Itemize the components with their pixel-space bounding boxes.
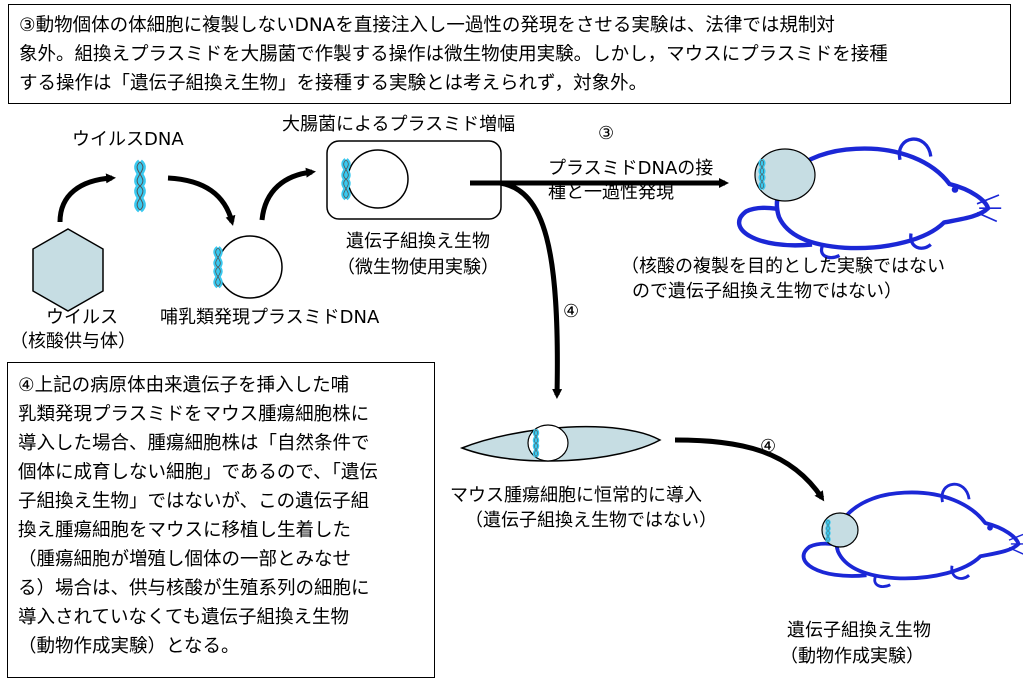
step3-label: プラスミドDNAの接 <box>548 158 714 179</box>
top-note-box: ③動物個体の体細胞に複製しないDNAを直接注入し一過性の発現をさせる実験は、法律… <box>8 4 1011 104</box>
arrow-step4-down <box>499 180 563 399</box>
gmo-label: 遺伝子組換え生物 <box>346 231 490 252</box>
bottom-note-line: 乳類発現プラスミドをマウス腫瘍細胞株に <box>18 404 370 425</box>
bottom-note-line: 導入した場合、腫瘍細胞株は「自然条件で <box>18 433 370 454</box>
step4-number-b: ④ <box>760 436 777 457</box>
bottom-note-line: 導入されていなくても遺伝子組換え生物 <box>18 607 349 628</box>
tumor-dna-icon <box>532 428 540 459</box>
virus-sublabel: （核酸供与体） <box>10 331 136 352</box>
bottom-note-line: ④上記の病原体由来遺伝子を挿入した哺 <box>18 375 350 396</box>
arrow-dna-to-plasmid <box>167 175 236 226</box>
graft-dna-icon <box>825 518 831 543</box>
ecoli-plasmid-icon <box>347 149 409 209</box>
injected-dna-icon <box>758 158 766 191</box>
top-note-line: する操作は「遺伝子組換え生物」を接種する実験とは考えられず，対象外。 <box>19 73 648 94</box>
plasmid-insert-icon <box>216 248 221 286</box>
step3-number: ③ <box>598 123 615 144</box>
arrow-step4-right <box>674 437 825 502</box>
virus-dna-icon <box>137 162 143 210</box>
virus-label: ウイルス <box>46 307 118 328</box>
bottom-note-line: 子組換え生物」ではないが、この遺伝子組 <box>18 491 370 512</box>
animal-sublabel: （動物作成実験） <box>780 646 924 667</box>
bottom-note-line: （腫瘍細胞が増殖し個体の一部とみなせ <box>18 549 352 570</box>
not-gmo-sublabel: ので遺伝子組換え生物ではない） <box>632 281 902 302</box>
bottom-note-line: 換え腫瘍細胞をマウスに移植し生着した <box>18 520 352 541</box>
top-note-line: ③動物個体の体細胞に複製しないDNAを直接注入し一過性の発現をさせる実験は、法律… <box>19 15 835 36</box>
ecoli-insert-icon <box>344 160 349 198</box>
not-gmo-label: （核酸の複製を目的とした実験ではない <box>621 256 945 277</box>
step3-sublabel: 種と一過性発現 <box>548 182 674 203</box>
virus-dna-label: ウイルスDNA <box>72 129 184 150</box>
graft-cell-icon <box>821 512 859 548</box>
ecoli-title: 大腸菌によるプラスミド増幅 <box>282 114 516 135</box>
bottom-note-line: （動物作成実験）となる。 <box>18 636 240 657</box>
gmo-sublabel: （微生物使用実験） <box>337 257 499 278</box>
mammal-plasmid-label: 哺乳類発現プラスミドDNA <box>160 307 380 328</box>
bottom-note-box: ④上記の病原体由来遺伝子を挿入した哺 乳類発現プラスミドをマウス腫瘍細胞株に 導… <box>7 362 435 678</box>
bottom-note-line: る）場合は、供与核酸が生殖系列の細胞に <box>18 578 370 599</box>
top-note-line: 象外。組換えプラスミドを大腸菌で作製する操作は微生物使用実験。しかし，マウスにプ… <box>19 44 888 65</box>
step4-number: ④ <box>563 301 580 322</box>
tumor-label: マウス腫瘍細胞に恒常的に導入 <box>450 485 702 506</box>
mammal-plasmid-icon <box>217 235 283 299</box>
tumor-sublabel: （遺伝子組換え生物ではない） <box>465 510 717 531</box>
virus-hexagon <box>32 228 104 312</box>
arrow-plasmid-to-ecoli <box>259 167 316 221</box>
arrow-virus-to-dna <box>57 173 116 223</box>
injected-cell-icon <box>754 148 816 202</box>
bottom-note-line: 個体に成育しない細胞」であるので、「遺伝 <box>18 462 378 483</box>
animal-label: 遺伝子組換え生物 <box>787 620 931 641</box>
